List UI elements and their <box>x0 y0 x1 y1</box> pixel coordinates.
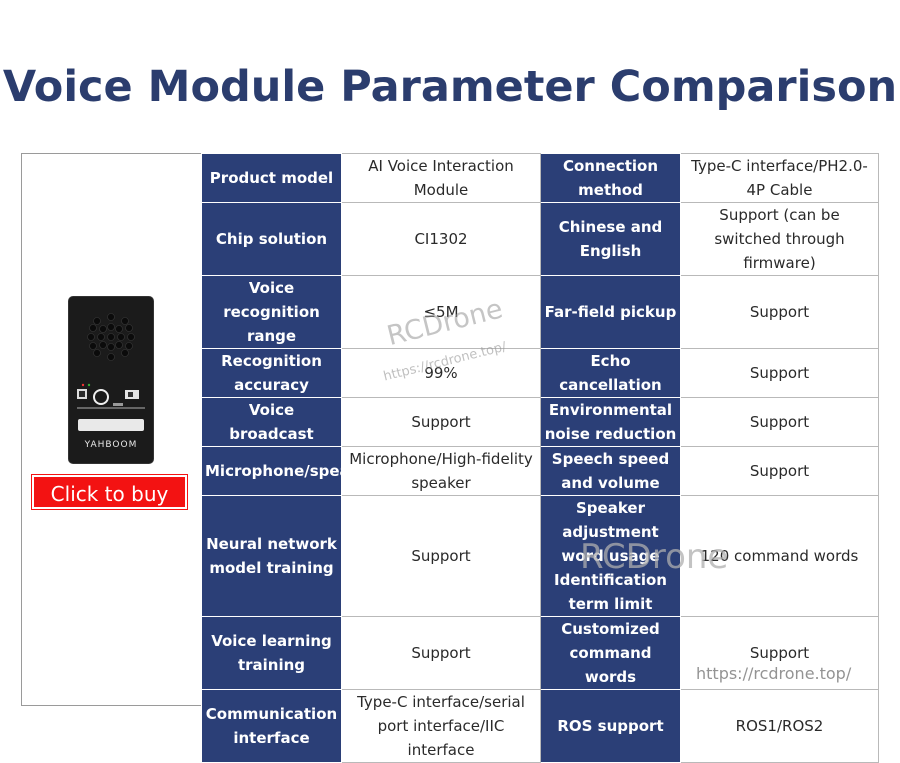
table-row: Recognition accuracy 99% Echo cancellati… <box>201 348 879 398</box>
table-row: Voice broadcast Support Environmental no… <box>201 397 879 447</box>
param-label: Voice recognition range <box>201 275 342 349</box>
param-value: Support <box>680 397 879 447</box>
param-label: Environmental noise reduction <box>540 397 681 447</box>
param-value: Support <box>680 275 879 349</box>
param-value: Support <box>341 616 541 690</box>
param-value: Support <box>341 495 541 617</box>
page-title: Voice Module Parameter Comparison <box>2 62 898 112</box>
device-brand: YAHBOOM <box>84 440 138 450</box>
param-label: Speech speed and volume <box>540 446 681 496</box>
speaker-grille-icon <box>87 313 135 361</box>
table-row: Product model AI Voice Interaction Modul… <box>201 153 879 203</box>
param-label: Connection method <box>540 153 681 203</box>
table-row: Microphone/speaker Microphone/High-fidel… <box>201 446 879 496</box>
param-value: AI Voice Interaction Module <box>341 153 541 203</box>
param-value: Support <box>680 348 879 398</box>
param-value: Type-C interface/PH2.0-4P Cable <box>680 153 879 203</box>
param-label: Customized command words <box>540 616 681 690</box>
param-value: Support <box>680 616 879 690</box>
table-row: Voice learning training Support Customiz… <box>201 616 879 690</box>
param-label: Communication interface <box>201 689 342 763</box>
param-label: Recognition accuracy <box>201 348 342 398</box>
param-value: Microphone/High-fidelity speaker <box>341 446 541 496</box>
param-label: Chinese and English <box>540 202 681 276</box>
param-label: Microphone/speaker <box>201 446 377 496</box>
module-components-icon <box>77 383 145 409</box>
param-label: Voice broadcast <box>201 397 342 447</box>
parameter-table: Product model AI Voice Interaction Modul… <box>201 153 879 763</box>
watermark-url: https://rcdrone.top/ <box>696 664 852 683</box>
param-value: Support <box>341 397 541 447</box>
table-row: Chip solution CI1302 Chinese and English… <box>201 202 879 276</box>
param-value: Support (can be switched through firmwar… <box>680 202 879 276</box>
param-label: Speaker adjustment word usage Identifica… <box>540 495 681 617</box>
param-value: 120 command words <box>680 495 879 617</box>
param-value: ≤5M <box>341 275 541 349</box>
param-label: Far-field pickup <box>540 275 681 349</box>
param-value: ROS1/ROS2 <box>680 689 879 763</box>
table-row: Communication interface Type-C interface… <box>201 689 879 763</box>
device-label-strip <box>78 419 144 431</box>
param-label: Echo cancellation <box>540 348 681 398</box>
param-label: Voice learning training <box>201 616 342 690</box>
param-label: Product model <box>201 153 342 203</box>
param-label: Neural network model training <box>201 495 342 617</box>
param-label: ROS support <box>540 689 681 763</box>
product-panel: YAHBOOM Click to buy <box>21 153 201 706</box>
table-row: Voice recognition range ≤5M Far-field pi… <box>201 275 879 349</box>
table-row: Neural network model training Support Sp… <box>201 495 879 617</box>
param-value: Type-C interface/serial port interface/I… <box>341 689 541 763</box>
click-to-buy-button[interactable]: Click to buy <box>32 475 187 509</box>
param-value: Support <box>680 446 879 496</box>
param-label: Chip solution <box>201 202 342 276</box>
watermark-brand: RCDrone <box>580 537 729 577</box>
param-value: CI1302 <box>341 202 541 276</box>
voice-module-image: YAHBOOM <box>68 296 154 464</box>
